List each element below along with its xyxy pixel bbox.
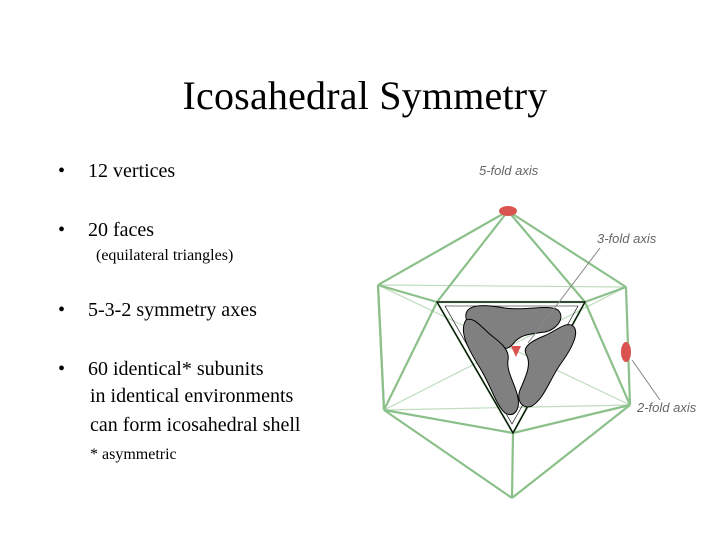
bullet-text: 20 faces xyxy=(88,219,155,241)
three-fold-leader-line xyxy=(527,247,601,344)
icosahedron-edge xyxy=(377,284,627,288)
bullet-symmetry-axes: • 5-3-2 symmetry axes xyxy=(58,298,257,322)
icosahedron-edge xyxy=(510,432,515,499)
bullet-marker: • xyxy=(58,160,66,182)
slide-title: Icosahedral Symmetry xyxy=(182,73,548,118)
icosahedron-edge xyxy=(584,285,627,304)
two-fold-leader-line xyxy=(631,359,661,401)
icosahedron-edge xyxy=(511,404,631,499)
icosahedron-edge xyxy=(507,210,586,303)
faces-note: (equilateral triangles) xyxy=(96,247,234,264)
subunits-continuation-2: can form icosahedral shell xyxy=(90,414,301,436)
two-fold-axis-marker xyxy=(621,342,631,362)
icosahedron-edge xyxy=(507,210,627,288)
two-fold-axis-label: 2-fold axis xyxy=(636,400,697,415)
icosahedron-edge xyxy=(583,301,632,406)
bullet-text: 12 vertices xyxy=(88,160,176,182)
bullet-vertices: • 12 vertices xyxy=(58,159,175,183)
icosahedron-edge xyxy=(383,408,514,435)
subunits-continuation-1: in identical environments xyxy=(90,385,294,407)
bullet-text: 5-3-2 symmetry axes xyxy=(88,299,257,321)
five-fold-axis-marker xyxy=(499,206,517,216)
subunit-left xyxy=(462,318,519,415)
icosahedron-edge xyxy=(512,403,631,435)
bullet-faces: • 20 faces xyxy=(58,218,154,242)
icosahedron-edge xyxy=(377,210,509,286)
five-fold-axis-label: 5-fold axis xyxy=(479,163,539,178)
icosahedron-edge xyxy=(436,210,509,303)
subunit-right xyxy=(518,324,577,408)
icosahedron-edge xyxy=(376,284,386,411)
bullet-marker: • xyxy=(58,219,66,241)
bullet-marker: • xyxy=(58,299,66,321)
three-fold-axis-label: 3-fold axis xyxy=(597,231,657,246)
asymmetric-footnote: * asymmetric xyxy=(90,446,177,463)
three-fold-axis-marker xyxy=(511,346,521,357)
icosahedron-edge xyxy=(383,409,513,499)
icosahedron-edge xyxy=(383,301,438,411)
icosahedron-edges xyxy=(376,210,632,499)
bullet-marker: • xyxy=(58,358,66,380)
bullet-text: 60 identical* subunits xyxy=(88,358,264,380)
icosahedron-edge xyxy=(377,283,438,304)
bullet-subunits: • 60 identical* subunits xyxy=(58,357,264,381)
